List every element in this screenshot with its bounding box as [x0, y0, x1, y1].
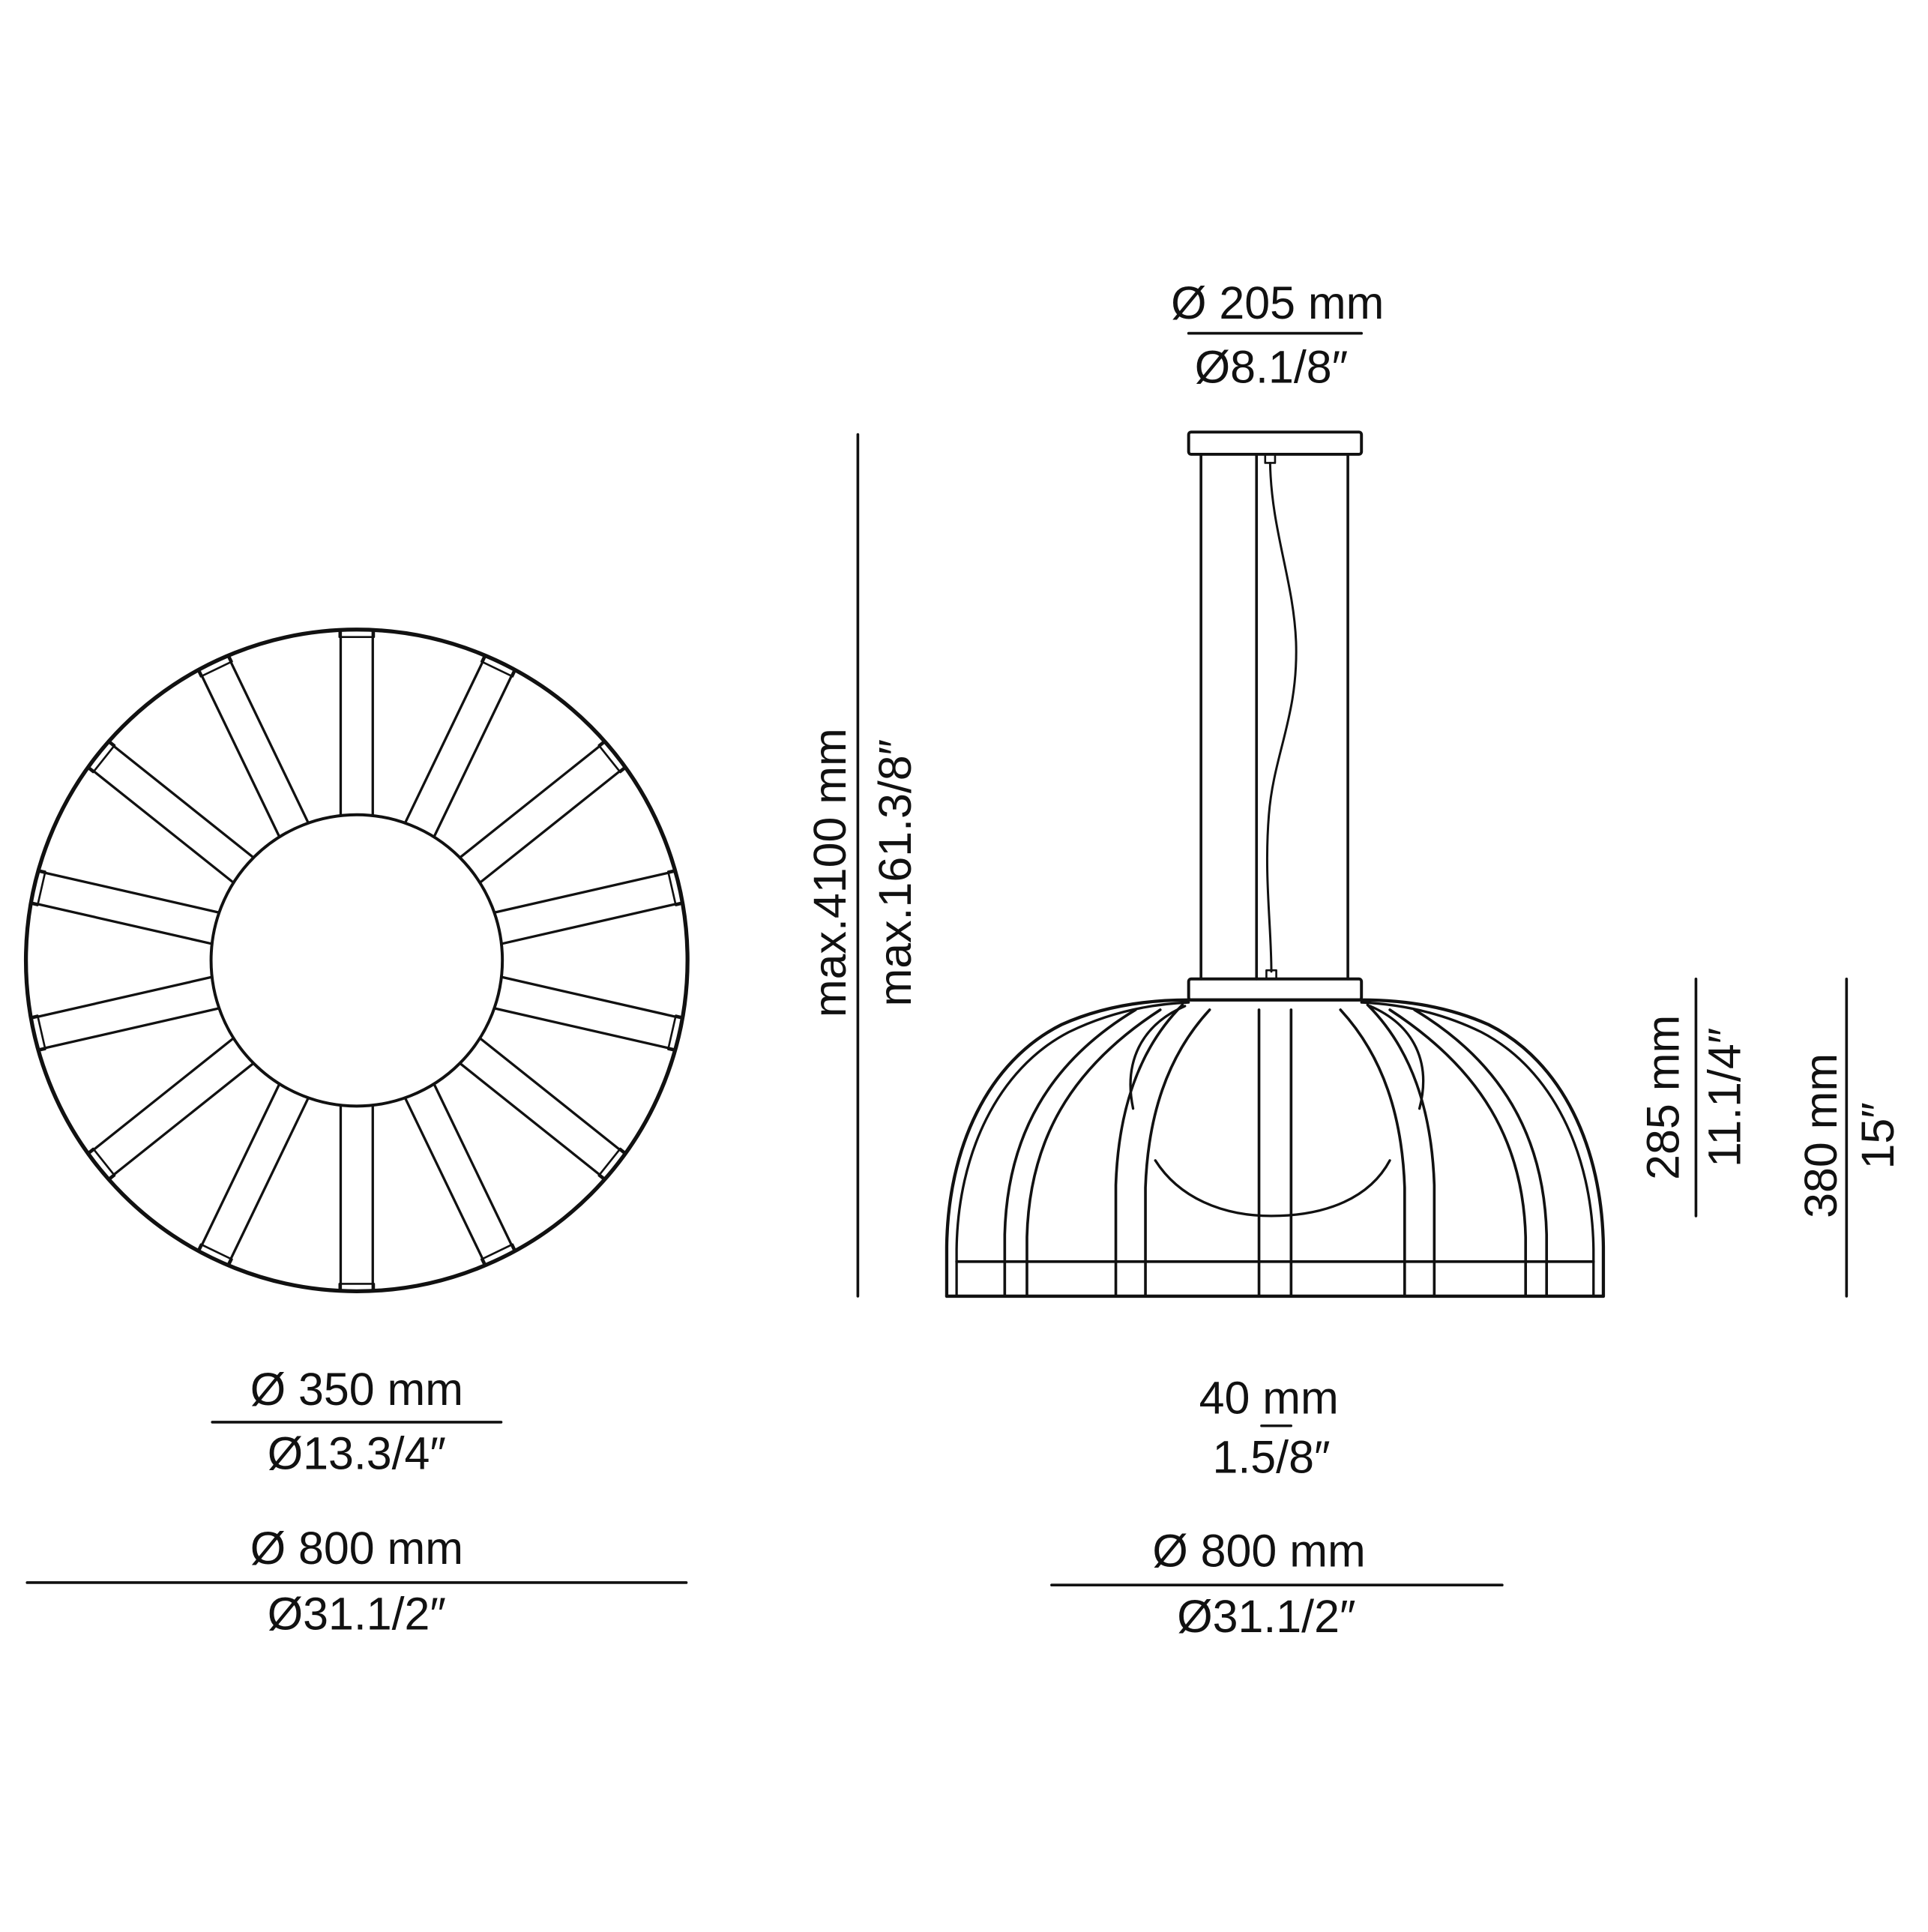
glass-globe: [1129, 1005, 1425, 1110]
rib-end-tab: [597, 1147, 627, 1182]
rib-edge: [106, 1062, 255, 1181]
top-view: [23, 628, 690, 1293]
canopy-diameter-in: Ø8.1/8″: [1195, 341, 1348, 392]
rib-end-tab: [338, 628, 376, 638]
rib-width-mm: 40 mm: [1199, 1372, 1339, 1423]
dome-inner-edge: [955, 1001, 1595, 1298]
rib-end-tab: [86, 739, 116, 774]
shade-height-mm: 285 mm: [1637, 1015, 1688, 1180]
power-cable: [1265, 461, 1298, 973]
shade-diameter-in: Ø31.1/2″: [1177, 1591, 1355, 1642]
rib-edge: [492, 870, 677, 914]
rib-band-center: [1257, 1008, 1293, 1298]
rib-end-tab: [597, 739, 627, 774]
rib-end-tab: [338, 1283, 376, 1292]
rib-edge: [87, 1037, 235, 1155]
rib-edge: [37, 1007, 221, 1051]
shade-cap: [1187, 977, 1364, 1002]
rib-end-tab: [480, 654, 517, 678]
rib-end-tab: [29, 869, 46, 906]
center-disc: [209, 813, 504, 1108]
rib-band: [1388, 1008, 1549, 1298]
side-view: [945, 430, 1606, 1298]
side-view-dimensions: Ø 205 mm Ø8.1/8″ max.4100 mm max.161.3/8…: [804, 277, 1903, 1642]
rib-band: [1339, 1003, 1436, 1298]
rib-edge: [500, 901, 684, 945]
rib-end-tab: [667, 1014, 684, 1053]
dome-silhouette: [945, 998, 1606, 1298]
rib-edge: [433, 1083, 516, 1253]
inner-diameter-mm: Ø 350 mm: [250, 1364, 463, 1415]
glass-globe-bottom: [1154, 1159, 1391, 1218]
canopy-diameter-mm: Ø 205 mm: [1171, 277, 1384, 328]
radial-ribs: [29, 628, 684, 1292]
rib-edge: [106, 740, 255, 859]
max-height-in: max.161.3/8″: [870, 739, 921, 1007]
rib-edge: [403, 654, 487, 825]
shade-diameter-mm: Ø 800 mm: [1152, 1526, 1365, 1577]
rib-edge: [478, 765, 627, 885]
total-height-in: 15″: [1852, 1102, 1903, 1169]
rib-edge: [433, 668, 516, 839]
outer-diameter-in: Ø31.1/2″: [268, 1589, 446, 1640]
rib-end-tab: [667, 869, 684, 906]
rib-edge: [29, 975, 214, 1020]
rib-end-tab: [86, 1147, 116, 1182]
top-view-dimensions: Ø 350 mm Ø13.3/4″ Ø 800 mm Ø31.1/2″: [25, 1364, 688, 1640]
max-height-mm: max.4100 mm: [804, 728, 855, 1017]
rib-end-tab: [29, 1014, 46, 1053]
rib-end-tab: [480, 1243, 517, 1267]
rib-edge: [226, 1096, 310, 1267]
rib-edge: [29, 901, 214, 945]
rib-band: [1114, 1003, 1211, 1298]
rib-edge: [226, 654, 310, 825]
rib-end-tab: [196, 1243, 233, 1267]
rib-edge: [37, 870, 221, 914]
shade-height-in: 11.1/4″: [1699, 1028, 1750, 1167]
total-height-mm: 380 mm: [1795, 1053, 1846, 1218]
dome-shade: [945, 998, 1606, 1298]
ceiling-canopy: [1187, 430, 1364, 456]
rib-edge: [87, 765, 235, 885]
rib-width-in: 1.5/8″: [1212, 1431, 1330, 1482]
rib-edge: [197, 1083, 281, 1253]
inner-diameter-in: Ø13.3/4″: [268, 1427, 446, 1478]
rib-edge: [492, 1007, 677, 1051]
rib-edge: [197, 668, 281, 839]
rib-band: [1003, 1008, 1162, 1298]
rib-edge: [500, 975, 684, 1020]
rib-edge: [403, 1096, 487, 1267]
outer-diameter-mm: Ø 800 mm: [250, 1523, 463, 1574]
outer-ring: [23, 628, 690, 1293]
rib-edge: [458, 1062, 606, 1181]
rib-end-tab: [196, 654, 233, 678]
rib-edge: [458, 740, 606, 859]
rib-edge: [478, 1037, 627, 1155]
